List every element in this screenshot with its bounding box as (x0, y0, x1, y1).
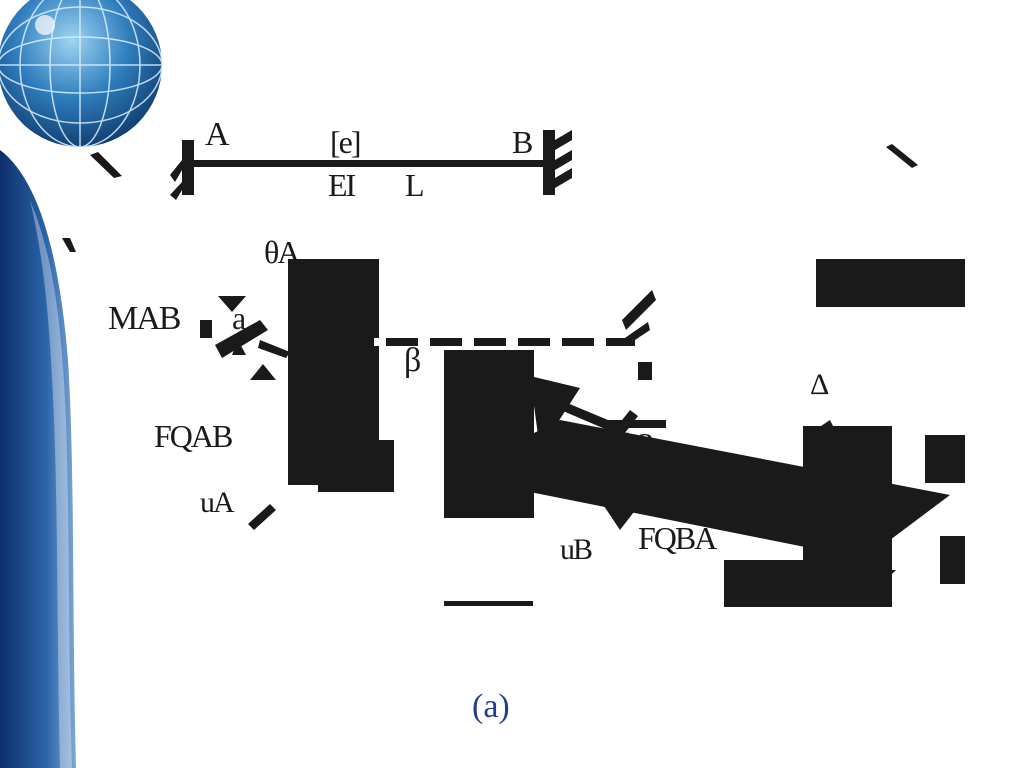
rotation-theta-a-label: θA (264, 234, 300, 270)
globe-icon (0, 0, 163, 148)
angle-alpha-label: a (232, 300, 246, 336)
node-label-b: B (512, 124, 533, 160)
displacement-ub-label: uB (560, 533, 593, 566)
end-block-b (803, 426, 892, 566)
support-hatch-b (555, 130, 572, 150)
shear-fqba-label: FQBA (638, 520, 717, 556)
fixed-support-b (543, 130, 555, 195)
node-label-a: A (205, 116, 230, 153)
displacement-ua-label: uA (200, 486, 235, 519)
dashed-reference-line (335, 338, 635, 346)
support-hatch-a (170, 160, 182, 182)
shear-fqab-label: FQAB (154, 418, 233, 454)
stiffness-label: EI (328, 167, 356, 203)
displacement-block (444, 350, 534, 518)
delta-label: Δ (810, 368, 829, 401)
reference-line-bottom (444, 601, 533, 606)
beam-line (190, 160, 550, 167)
angle-b2-label: b2 (624, 426, 654, 462)
moment-mab-label: MAB (108, 300, 181, 337)
element-label: [e] (330, 124, 361, 160)
angle-beta-label: β (404, 342, 421, 379)
corner-box-top (816, 259, 965, 307)
figure-caption: (a) (472, 688, 510, 725)
length-label: L (405, 167, 424, 203)
fixed-support-a (182, 140, 194, 195)
moment-mba-label: MBA (685, 450, 754, 486)
sidebar-band (0, 150, 76, 768)
